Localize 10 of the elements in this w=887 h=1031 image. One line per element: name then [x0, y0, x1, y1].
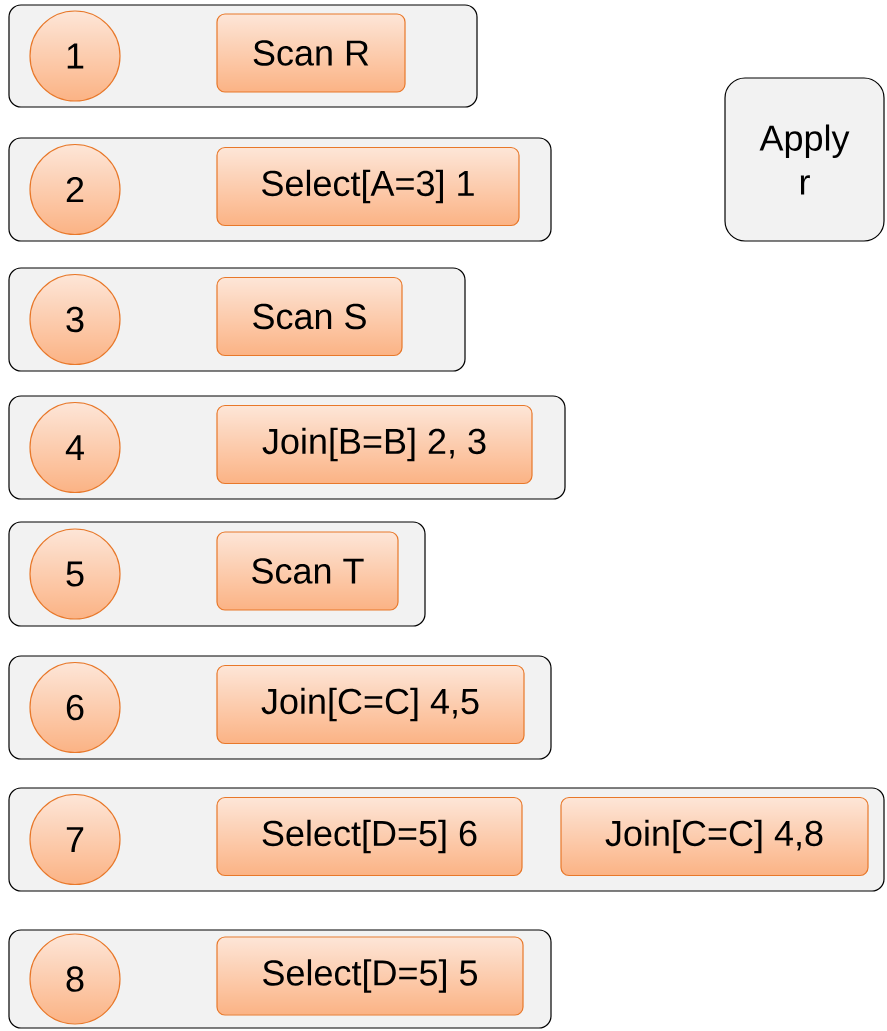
operator-box: Scan S [216, 276, 403, 357]
operator-box: Scan R [216, 13, 406, 93]
note-box: Apply r [724, 77, 885, 242]
operator-box: Select[D=5] 6 [216, 796, 523, 877]
operator-box: Join[C=C] 4,8 [560, 796, 869, 877]
operator-box: Scan T [216, 531, 399, 611]
operator-box: Join[B=B] 2, 3 [216, 404, 533, 485]
operator-box: Select[D=5] 5 [216, 936, 524, 1016]
operator-box: Select[A=3] 1 [216, 146, 520, 227]
operator-box: Join[C=C] 4,5 [216, 664, 525, 745]
